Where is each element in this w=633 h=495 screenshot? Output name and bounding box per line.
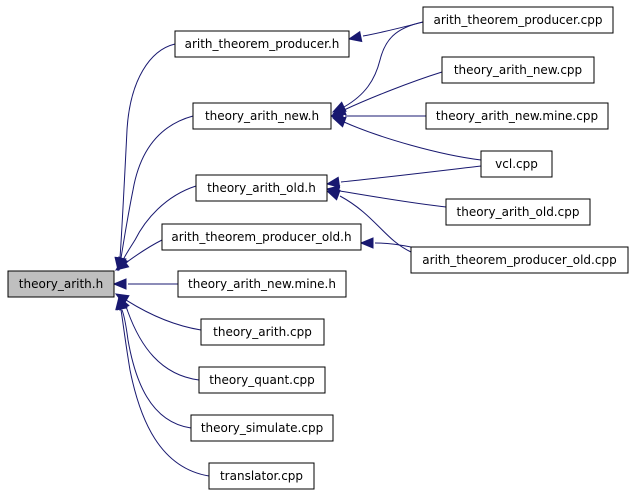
edge-line [343, 21, 424, 108]
node-label: theory_arith_old.cpp [457, 205, 580, 219]
edge-arrowhead-icon [347, 30, 363, 43]
edge-line [343, 71, 443, 111]
edge-theory_quant_cpp-to-theory_arith_h [118, 295, 200, 381]
node-theory-arith-new-cpp[interactable]: theory_arith_new.cpp [441, 56, 595, 84]
edge-line [121, 299, 200, 381]
edge-line [343, 121, 482, 161]
edge-line [339, 190, 447, 208]
node-box[interactable] [174, 30, 350, 58]
node-box[interactable] [195, 174, 328, 202]
node-box[interactable] [177, 270, 347, 298]
node-label: theory_arith.h [19, 277, 103, 291]
node-box[interactable] [410, 246, 629, 274]
edge-translator_cpp-to-theory_arith_h [115, 295, 210, 477]
edge-theory_simulate_cpp-to-theory_arith_h [116, 295, 192, 429]
edge-line [125, 299, 202, 331]
edge-arrowhead-icon [112, 278, 127, 290]
edge-theory_arith_old_cpp-to-theory_arith_old_h [325, 185, 447, 208]
node-box[interactable] [198, 366, 326, 394]
node-label: theory_arith_new.cpp [454, 63, 582, 77]
node-arith-theorem-producer-h[interactable]: arith_theorem_producer.h [174, 30, 350, 58]
edge-line [119, 43, 176, 259]
edge-line [120, 115, 194, 259]
edges-layer [112, 21, 482, 477]
edge-arith_theorem_producer_old_cpp-to-theory_arith_old_h [325, 189, 412, 253]
edge-arrowhead-icon [331, 116, 347, 128]
node-label: theory_arith_new.h [205, 109, 319, 123]
edge-arith_theorem_producer_old_h-to-theory_arith_h [114, 239, 163, 271]
node-label: theory_quant.cpp [209, 373, 315, 387]
node-box[interactable] [192, 102, 332, 130]
node-vcl-cpp[interactable]: vcl.cpp [480, 150, 553, 178]
edge-vcl_cpp-to-theory_arith_old_h [325, 165, 482, 188]
edge-theory_arith_new_mine_h-to-theory_arith_h [112, 278, 178, 290]
node-box[interactable] [480, 150, 553, 178]
edge-line [120, 309, 210, 477]
edge-arrowhead-icon [114, 257, 130, 271]
node-label: arith_theorem_producer_old.cpp [422, 253, 616, 267]
node-label: theory_arith_old.h [207, 181, 316, 195]
node-theory-simulate-cpp[interactable]: theory_simulate.cpp [190, 414, 334, 442]
node-label: theory_arith_new.mine.cpp [436, 109, 598, 123]
node-theory-arith-old-h[interactable]: theory_arith_old.h [195, 174, 328, 202]
node-theory-arith-new-mine-h[interactable]: theory_arith_new.mine.h [177, 270, 347, 298]
node-label: theory_arith.cpp [213, 325, 312, 339]
node-theory-quant-cpp[interactable]: theory_quant.cpp [198, 366, 326, 394]
edge-line [339, 195, 412, 253]
node-theory-arith-new-mine-cpp[interactable]: theory_arith_new.mine.cpp [425, 102, 609, 130]
edge-arith_theorem_producer_old_cpp-to-arith_theorem_producer_old_h [359, 237, 412, 249]
node-box[interactable] [425, 102, 609, 130]
node-label: arith_theorem_producer.h [185, 37, 340, 51]
edge-line [122, 185, 197, 261]
edge-line [126, 239, 163, 263]
node-label: theory_simulate.cpp [201, 421, 323, 435]
edge-theory_arith_cpp-to-theory_arith_h [114, 293, 202, 331]
node-theory-arith-old-cpp[interactable]: theory_arith_old.cpp [445, 198, 591, 226]
node-label: vcl.cpp [495, 157, 538, 171]
node-box[interactable] [208, 462, 315, 490]
edge-arrowhead-icon [359, 237, 374, 249]
node-label: arith_theorem_producer.cpp [433, 13, 602, 27]
node-arith-theorem-producer-old-h[interactable]: arith_theorem_producer_old.h [161, 223, 362, 251]
node-label: translator.cpp [220, 469, 303, 483]
node-label: arith_theorem_producer_old.h [171, 230, 351, 244]
edge-arrowhead-icon [115, 295, 127, 311]
edge-arrowhead-icon [325, 189, 341, 201]
node-arith-theorem-producer-old-cpp[interactable]: arith_theorem_producer_old.cpp [410, 246, 629, 274]
node-theory-arith-new-h[interactable]: theory_arith_new.h [192, 102, 332, 130]
node-label: theory_arith_new.mine.h [188, 277, 336, 291]
root-node-box[interactable] [7, 270, 115, 298]
node-box[interactable] [200, 318, 325, 346]
node-box[interactable] [422, 6, 614, 34]
edge-line [340, 165, 482, 183]
edge-arrowhead-icon [325, 176, 341, 188]
node-arith-theorem-producer-cpp[interactable]: arith_theorem_producer.cpp [422, 6, 614, 34]
edge-line [374, 242, 412, 248]
node-box[interactable] [445, 198, 591, 226]
node-box[interactable] [190, 414, 334, 442]
node-box[interactable] [441, 56, 595, 84]
node-theory-arith-cpp[interactable]: theory_arith.cpp [200, 318, 325, 346]
node-translator-cpp[interactable]: translator.cpp [208, 462, 315, 490]
nodes-layer: theory_arith.h arith_theorem_producer.hth… [7, 6, 629, 490]
node-theory-arith-h[interactable]: theory_arith.h [7, 270, 115, 298]
edge-line [121, 309, 192, 429]
edge-vcl_cpp-to-theory_arith_new_h [331, 116, 482, 161]
node-box[interactable] [161, 223, 362, 251]
